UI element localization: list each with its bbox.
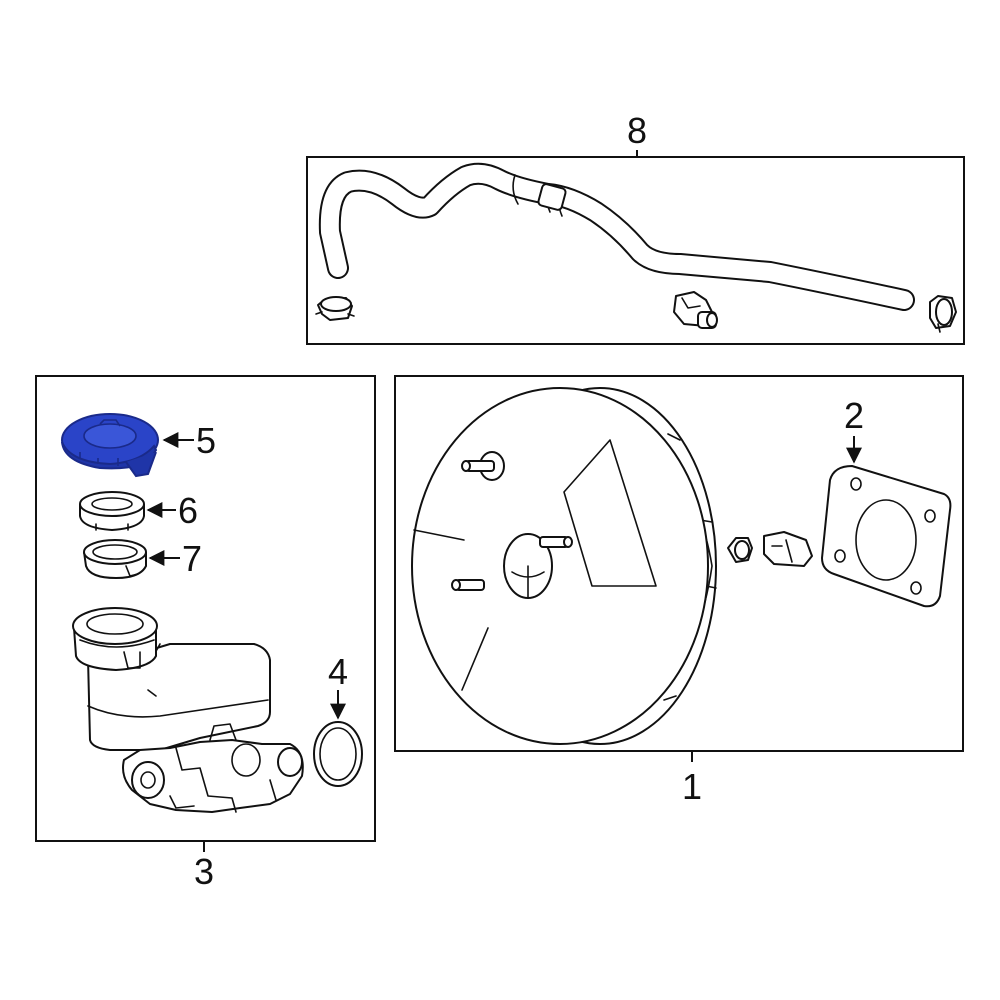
callout-4: 4 [328,651,348,692]
booster-check-valve-grommet[interactable] [727,537,753,563]
booster-gasket[interactable] [821,465,952,608]
callout-2: 2 [844,395,864,436]
callout-3: 3 [194,851,214,892]
hose-check-valve[interactable] [673,291,718,329]
callout-8: 8 [627,110,647,151]
vacuum-hose[interactable] [318,162,915,311]
hose-group-box[interactable] [306,156,965,345]
booster-stud-upper [461,451,505,481]
booster-check-valve[interactable] [763,531,813,567]
reservoir-cap[interactable] [61,413,159,478]
booster-stud-middle [539,536,573,548]
callout-1: 1 [682,766,702,807]
callout-7: 7 [182,538,202,579]
callout-6: 6 [178,490,198,531]
booster-group-box[interactable] [394,375,964,752]
reservoir-seal-ring[interactable] [83,539,147,579]
master-cylinder[interactable] [72,607,304,813]
master-cylinder-o-ring[interactable] [313,721,363,787]
booster-stud-lower [451,579,485,591]
brake-booster[interactable] [411,387,717,745]
master-cylinder-group-box[interactable] [35,375,376,842]
callout-5: 5 [196,420,216,461]
hose-clip-right[interactable] [929,295,957,333]
reservoir-strainer[interactable] [79,491,145,531]
hose-clip-left[interactable] [315,296,355,321]
